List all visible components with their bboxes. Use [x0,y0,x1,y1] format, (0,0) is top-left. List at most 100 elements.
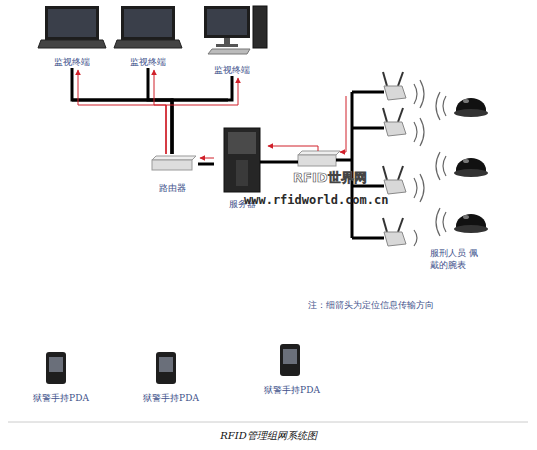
laptop-screen [121,6,175,40]
network-wire [198,163,214,166]
reader-body [384,232,406,246]
network-wire [352,237,384,240]
wave-arc [443,156,446,176]
network-wire [352,127,384,130]
tag-highlight [463,215,469,219]
network-link [72,68,172,154]
pda-body [156,352,176,384]
location-arrow [78,70,166,154]
switch-body [298,155,336,166]
wave-arc [414,230,417,246]
router-top [152,156,196,160]
wristband-label: 服刑人员 佩戴的腕表 [430,247,482,271]
location-arrow [340,96,346,152]
desktop-monitor [204,6,250,38]
wave-arc [436,92,440,120]
reader-antenna [398,166,403,180]
wristband-tag [454,98,488,117]
pda-node: 狱警手持PDA [134,348,208,404]
keyboard [208,49,250,54]
network-wire [260,161,298,164]
pda-device [280,344,300,376]
device-label: 监视终端 [54,56,90,68]
desktop-tower [253,6,267,48]
location-arrow [268,146,318,151]
laptop-base [114,40,182,48]
location-arrow [154,70,166,154]
terminal-node: 监视终端 [36,4,108,68]
terminal-node: 监视终端 [192,4,272,76]
network-wire [352,91,384,94]
location-arrow [166,78,238,154]
rfid-reader [383,218,406,246]
caption-rule [8,422,528,423]
pda-body [46,352,66,384]
pda-screen [49,357,63,372]
tag-highlight [463,159,469,163]
server-panel [236,160,248,186]
rfid-reader [383,72,406,100]
tag-base [454,109,488,117]
reader-antenna [383,166,387,180]
wave-arc [436,208,440,236]
watermark: www.rfidworld.com.cn [244,193,389,207]
wave-arc [414,122,417,142]
radio-waves [414,80,446,246]
wave-arc [414,178,417,198]
terminal-node: 监视终端 [112,4,184,68]
network-link [148,68,172,154]
pda-device [46,352,66,384]
device-label: 狱警手持PDA [33,392,89,404]
network-wire [351,92,354,238]
reader-antenna [383,72,387,86]
router-body [152,160,192,170]
network-wire [72,68,172,154]
router-node: 路由器 [146,154,198,194]
pda-node: 狱警手持PDA [24,348,98,404]
wave-arc [420,118,424,146]
device-label: 狱警手持PDA [143,392,199,404]
watermark: RFID世界网 [293,170,367,185]
reader-antenna [398,218,403,232]
laptop-screen [45,6,99,40]
tag-base [454,225,488,233]
rfid-reader [383,108,406,136]
tag-base [454,169,488,177]
pda-device [156,352,176,384]
monitor-stand [224,38,230,44]
reader-antenna [383,108,387,122]
tag-highlight [463,99,469,103]
note-text: 注：细箭头为定位信息传输方向 [308,299,434,311]
wave-arc [414,84,417,104]
wave-arc [443,96,446,116]
network-bus [72,99,228,102]
wave-arc [436,152,440,180]
reader-body [384,86,406,100]
laptop-display [48,9,96,37]
network-link [166,76,238,154]
reader-body [384,180,406,194]
device-label: 路由器 [159,182,186,194]
figure-caption: RFID管理组网系统图 [0,430,537,442]
wave-arc [420,174,424,202]
pda-screen [159,357,173,372]
reader-antenna [383,218,387,232]
network-wire [148,68,172,154]
laptop-base [38,40,106,48]
wristband-tag [454,158,488,177]
pda-node: 狱警手持PDA [254,340,330,396]
reader-antenna [398,108,403,122]
monitor-foot [216,44,238,47]
reader-antenna [398,72,403,86]
network-wire [336,159,352,162]
reader-body [384,122,406,136]
device-label: 狱警手持PDA [264,384,320,396]
switch-top [298,151,340,155]
location-arrow [200,158,214,159]
rfid-reader [383,166,406,194]
device-label: 监视终端 [130,56,166,68]
wave-arc [443,212,446,232]
